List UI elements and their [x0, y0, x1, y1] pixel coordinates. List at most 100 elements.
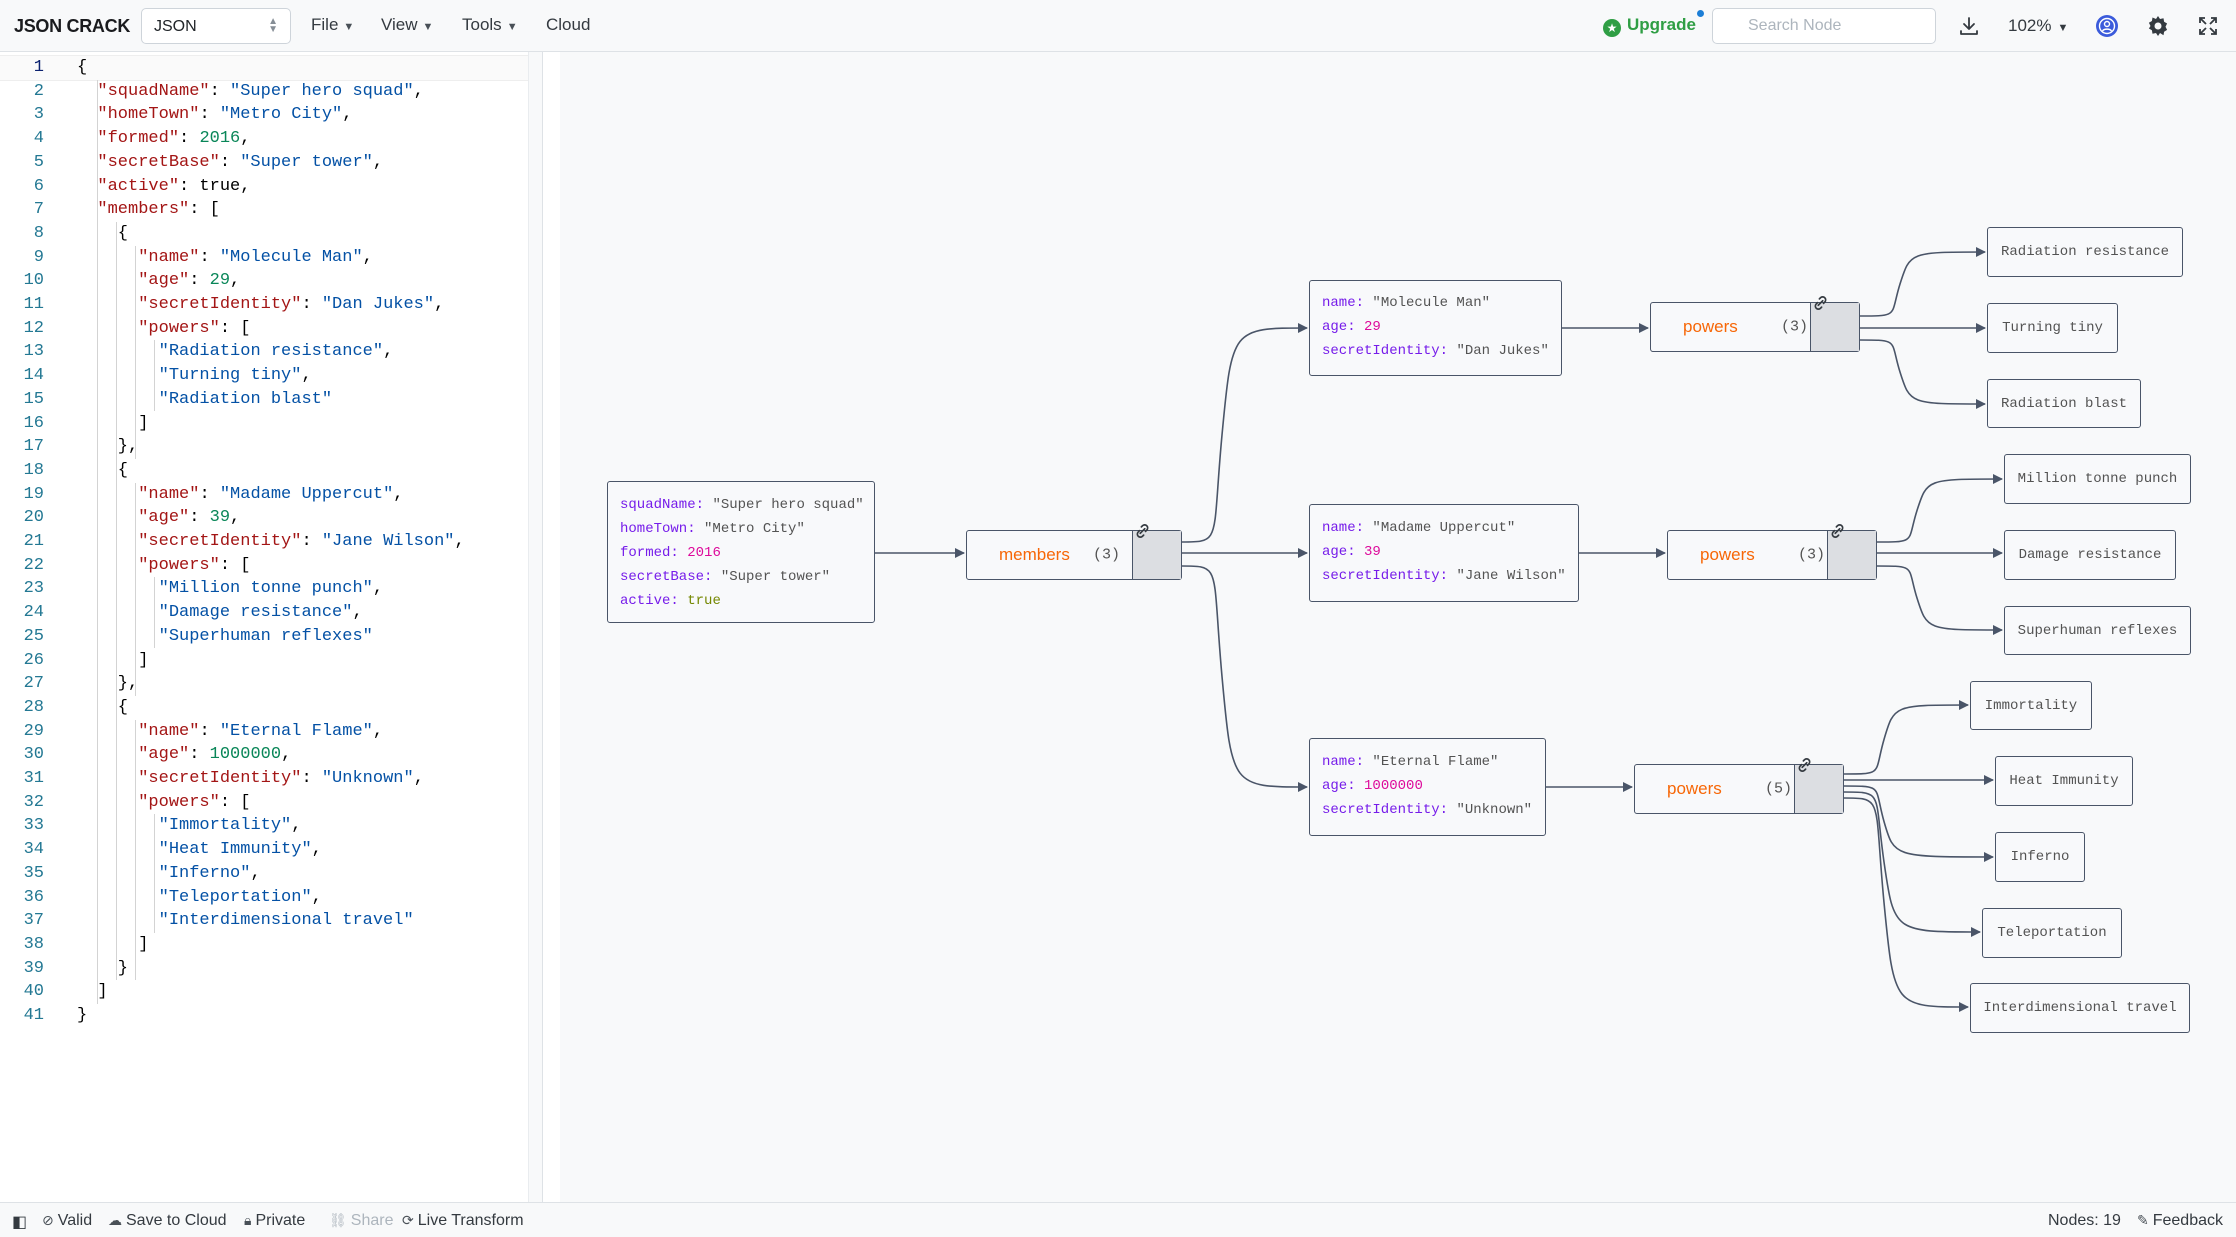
code-line[interactable]: 40 ]: [0, 980, 528, 1004]
save-to-cloud-button[interactable]: ☁Save to Cloud: [108, 1212, 227, 1230]
members-array-node[interactable]: members (3): [966, 524, 1182, 580]
code-line[interactable]: 3 "homeTown": "Metro City",: [0, 103, 528, 127]
code-line[interactable]: 8 {: [0, 222, 528, 246]
editor-scrollbar[interactable]: [528, 52, 542, 1202]
code-line[interactable]: 24 "Damage resistance",: [0, 601, 528, 625]
code-line[interactable]: 18 {: [0, 459, 528, 483]
code-line[interactable]: 20 "age": 39,: [0, 506, 528, 530]
menu-view[interactable]: View▼: [381, 15, 433, 35]
code-line[interactable]: 34 "Heat Immunity",: [0, 838, 528, 862]
node-value: 2016: [687, 545, 721, 561]
line-number: 4: [33, 129, 44, 149]
code-line[interactable]: 19 "name": "Madame Uppercut",: [0, 483, 528, 507]
code-line[interactable]: 28 {: [0, 696, 528, 720]
power-value-node[interactable]: Heat Immunity: [1995, 756, 2133, 806]
feedback-button[interactable]: ✎Feedback: [2137, 1212, 2223, 1230]
format-select[interactable]: JSON ▲▼: [141, 8, 291, 44]
collapse-link-button[interactable]: [1794, 758, 1843, 813]
menu-tools[interactable]: Tools▼: [462, 15, 518, 35]
account-icon[interactable]: [2095, 14, 2119, 38]
powers-array-node[interactable]: powers (3): [1650, 296, 1860, 352]
member-object-node[interactable]: name: "Madame Uppercut" age: 39 secretId…: [1309, 504, 1579, 602]
node-row: squadName: "Super hero squad": [620, 497, 864, 513]
code-line[interactable]: 16 ]: [0, 412, 528, 436]
collapse-link-button[interactable]: [1827, 524, 1876, 579]
line-number: 28: [23, 697, 44, 717]
code-line[interactable]: 9 "name": "Molecule Man",: [0, 246, 528, 270]
code-line[interactable]: 6 "active": true,: [0, 175, 528, 199]
graph-canvas[interactable]: squadName: "Super hero squad" homeTown: …: [560, 52, 2236, 1202]
live-transform-toggle[interactable]: ⟳Live Transform: [402, 1212, 524, 1230]
code-line[interactable]: 26 ]: [0, 649, 528, 673]
power-value-node[interactable]: Interdimensional travel: [1970, 983, 2190, 1033]
node-value: Inferno: [2010, 849, 2070, 865]
code-line[interactable]: 22 "powers": [: [0, 554, 528, 578]
code-line[interactable]: 7 "members": [: [0, 198, 528, 222]
app-logo[interactable]: JSON CRACK: [14, 16, 131, 36]
menu-view-label: View: [381, 15, 418, 34]
download-icon[interactable]: [1957, 14, 1981, 38]
powers-array-node[interactable]: powers (5): [1634, 758, 1844, 814]
upgrade-button[interactable]: ★Upgrade: [1603, 10, 1704, 37]
member-object-node[interactable]: name: "Eternal Flame" age: 1000000 secre…: [1309, 738, 1546, 836]
power-value-node[interactable]: Million tonne punch: [2004, 454, 2191, 504]
code-line[interactable]: 35 "Inferno",: [0, 862, 528, 886]
code-text: "Teleportation",: [158, 887, 322, 907]
settings-gear-icon[interactable]: [2146, 14, 2170, 38]
code-line[interactable]: 38 ]: [0, 933, 528, 957]
valid-status[interactable]: ⊘Valid: [42, 1212, 92, 1230]
power-value-node[interactable]: Immortality: [1970, 681, 2092, 730]
code-line[interactable]: 33 "Immortality",: [0, 814, 528, 838]
code-line[interactable]: 27 },: [0, 672, 528, 696]
root-object-node[interactable]: squadName: "Super hero squad" homeTown: …: [607, 481, 875, 623]
collapse-link-button[interactable]: [1132, 524, 1181, 579]
power-value-node[interactable]: Superhuman reflexes: [2004, 606, 2191, 655]
code-line[interactable]: 11 "secretIdentity": "Dan Jukes",: [0, 293, 528, 317]
code-line[interactable]: 15 "Radiation blast": [0, 388, 528, 412]
power-value-node[interactable]: Damage resistance: [2004, 530, 2176, 580]
fullscreen-icon[interactable]: [2196, 14, 2220, 38]
power-value-node[interactable]: Inferno: [1995, 832, 2085, 882]
code-line[interactable]: 14 "Turning tiny",: [0, 364, 528, 388]
code-line[interactable]: 25 "Superhuman reflexes": [0, 625, 528, 649]
code-line[interactable]: 36 "Teleportation",: [0, 886, 528, 910]
private-toggle[interactable]: 🔒︎Private: [244, 1212, 305, 1230]
search-node-input[interactable]: [1712, 8, 1936, 44]
power-value-node[interactable]: Radiation blast: [1987, 379, 2141, 428]
code-line[interactable]: 4 "formed": 2016,: [0, 127, 528, 151]
menu-file[interactable]: File▼: [311, 15, 354, 35]
member-object-node[interactable]: name: "Molecule Man" age: 29 secretIdent…: [1309, 280, 1562, 376]
node-row: name: "Madame Uppercut": [1322, 520, 1516, 536]
zoom-select[interactable]: 102%▼: [2008, 16, 2068, 36]
share-button[interactable]: ⛓Share: [329, 1212, 393, 1230]
node-key: secretIdentity: [1322, 568, 1440, 584]
feedback-icon: ✎: [2137, 1212, 2149, 1228]
power-value-node[interactable]: Teleportation: [1982, 908, 2122, 958]
code-line[interactable]: 23 "Million tonne punch",: [0, 577, 528, 601]
power-value-node[interactable]: Turning tiny: [1987, 303, 2118, 353]
code-text: "Superhuman reflexes": [158, 626, 373, 646]
code-line[interactable]: 10 "age": 29,: [0, 269, 528, 293]
code-line[interactable]: 41}: [0, 1004, 528, 1028]
code-line[interactable]: 37 "Interdimensional travel": [0, 909, 528, 933]
toggle-editor-icon[interactable]: ◧: [12, 1214, 28, 1231]
code-line[interactable]: 29 "name": "Eternal Flame",: [0, 720, 528, 744]
code-line[interactable]: 31 "secretIdentity": "Unknown",: [0, 767, 528, 791]
code-line[interactable]: 12 "powers": [: [0, 317, 528, 341]
code-line[interactable]: 17 },: [0, 435, 528, 459]
powers-array-node[interactable]: powers (3): [1667, 524, 1877, 580]
code-line[interactable]: 5 "secretBase": "Super tower",: [0, 151, 528, 175]
power-value-node[interactable]: Radiation resistance: [1987, 227, 2183, 277]
line-number: 3: [33, 105, 44, 125]
code-line[interactable]: 32 "powers": [: [0, 791, 528, 815]
code-line[interactable]: 2 "squadName": "Super hero squad",: [0, 80, 528, 104]
menu-cloud[interactable]: Cloud: [546, 15, 590, 35]
code-line[interactable]: 1{: [0, 55, 529, 81]
code-line[interactable]: 39 }: [0, 957, 528, 981]
json-code-editor[interactable]: 1{2 "squadName": "Super hero squad",3 "h…: [0, 52, 543, 1202]
code-line[interactable]: 30 "age": 1000000,: [0, 743, 528, 767]
code-line[interactable]: 21 "secretIdentity": "Jane Wilson",: [0, 530, 528, 554]
line-number: 17: [23, 437, 44, 457]
code-line[interactable]: 13 "Radiation resistance",: [0, 340, 528, 364]
collapse-link-button[interactable]: [1810, 296, 1859, 351]
